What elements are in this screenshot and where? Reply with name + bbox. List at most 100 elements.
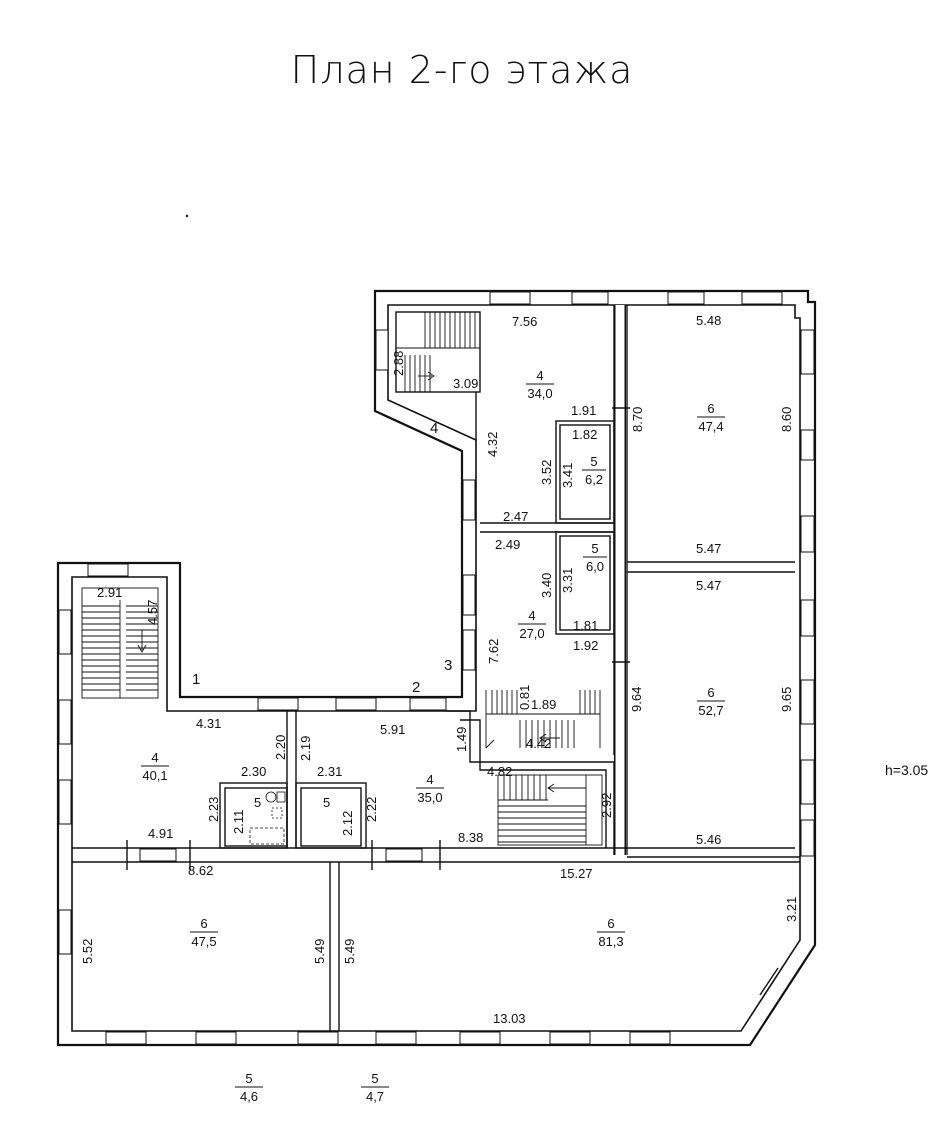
room-label: 5 6,0 xyxy=(583,541,607,574)
svg-text:6: 6 xyxy=(607,916,614,931)
svg-text:81,3: 81,3 xyxy=(598,934,623,949)
wall-mark: 2 xyxy=(412,679,420,696)
svg-text:4: 4 xyxy=(528,608,535,623)
dim: 2.49 xyxy=(495,537,520,552)
dim: 9.65 xyxy=(779,687,794,712)
svg-text:4: 4 xyxy=(426,772,433,787)
dim: 4.32 xyxy=(485,432,500,457)
dim: 1.91 xyxy=(571,403,596,418)
dim: 2.12 xyxy=(340,811,355,836)
dim: 1.92 xyxy=(573,638,598,653)
stray-dot xyxy=(185,214,189,218)
dim: 2.20 xyxy=(273,735,288,760)
svg-text:34,0: 34,0 xyxy=(527,386,552,401)
dim: 2.47 xyxy=(503,509,528,524)
room-label: 6 81,3 xyxy=(597,916,625,949)
svg-text:6,2: 6,2 xyxy=(585,472,603,487)
dim: 5.49 xyxy=(312,939,327,964)
dim: 1.89 xyxy=(531,697,556,712)
room-label: 4 27,0 xyxy=(518,608,546,641)
outer-walls xyxy=(56,289,817,1047)
dim: 4.82 xyxy=(487,764,512,779)
room-label: 4 34,0 xyxy=(526,368,554,401)
room-label: 6 47,5 xyxy=(190,916,218,949)
svg-text:27,0: 27,0 xyxy=(519,626,544,641)
dim: 4.57 xyxy=(145,600,160,625)
room-label: 5 4,6 xyxy=(235,1071,263,1104)
windows xyxy=(58,291,815,1045)
svg-text:4: 4 xyxy=(536,368,543,383)
svg-text:6: 6 xyxy=(707,401,714,416)
svg-text:35,0: 35,0 xyxy=(417,790,442,805)
dim: 9.64 xyxy=(629,687,644,712)
dim: 2.22 xyxy=(364,797,379,822)
wall-mark: 1 xyxy=(192,671,200,688)
partitions xyxy=(72,305,800,1031)
ceiling-height: h=3.05 xyxy=(885,762,928,778)
room-label: 4 40,1 xyxy=(141,750,169,783)
dim: 3.52 xyxy=(539,460,554,485)
room-label: 4 35,0 xyxy=(416,772,444,805)
dim: 3.40 xyxy=(539,573,554,598)
dim: 5.47 xyxy=(696,578,721,593)
svg-text:6,0: 6,0 xyxy=(586,559,604,574)
dim: 13.03 xyxy=(493,1011,526,1026)
dim: 1.82 xyxy=(572,427,597,442)
wc-label: 5 xyxy=(254,795,261,810)
dim: 1.81 xyxy=(573,618,598,633)
svg-text:47,4: 47,4 xyxy=(698,419,723,434)
svg-text:4,7: 4,7 xyxy=(366,1089,384,1104)
dim: 2.11 xyxy=(231,810,246,834)
svg-text:4,6: 4,6 xyxy=(240,1089,258,1104)
wc-label: 5 xyxy=(323,795,330,810)
dim: 2.31 xyxy=(317,764,342,779)
svg-text:40,1: 40,1 xyxy=(142,768,167,783)
dim: 1.49 xyxy=(454,727,469,752)
room-label: 6 52,7 xyxy=(697,685,725,718)
dim: 2.30 xyxy=(241,764,266,779)
wall-mark: 3 xyxy=(444,657,452,674)
dim: 0.81 xyxy=(517,685,532,710)
room-labels: 4 34,0 6 47,4 5 6,2 5 6,0 4 27,0 6 52,7 xyxy=(141,368,725,1104)
vertical-dimensions: 2.88 8.70 8.60 4.32 3.52 3.41 3.40 3.31 … xyxy=(80,351,799,964)
dim: 5.47 xyxy=(696,541,721,556)
room-label: 5 4,7 xyxy=(361,1071,389,1104)
dim: 4.42 xyxy=(526,736,551,751)
dim: 2.19 xyxy=(298,736,313,761)
dim: 3.31 xyxy=(560,568,575,593)
room-label: 5 6,2 xyxy=(582,454,606,487)
dim: 3.41 xyxy=(560,463,575,488)
wall-marks: 1 2 3 4 xyxy=(192,420,452,696)
dim: 5.49 xyxy=(342,939,357,964)
dim: 7.62 xyxy=(486,639,501,664)
dim: 3.09 xyxy=(453,376,478,391)
dim: 15.27 xyxy=(560,866,593,881)
dim: 8.60 xyxy=(779,407,794,432)
svg-text:5: 5 xyxy=(371,1071,378,1086)
dim: 4.91 xyxy=(148,826,173,841)
dim: 8.70 xyxy=(630,407,645,432)
dim: 2.92 xyxy=(599,793,614,818)
dim: 8.62 xyxy=(188,863,213,878)
svg-text:5: 5 xyxy=(590,454,597,469)
svg-text:4: 4 xyxy=(151,750,158,765)
dim: 3.21 xyxy=(784,897,799,922)
svg-text:5: 5 xyxy=(591,541,598,556)
dim: 5.52 xyxy=(80,939,95,964)
room-label: 6 47,4 xyxy=(697,401,725,434)
dim: 8.38 xyxy=(458,830,483,845)
plan-title: План 2-го этажа xyxy=(291,48,634,92)
stairs xyxy=(81,312,603,846)
dim: 2.91 xyxy=(97,585,122,600)
svg-text:6: 6 xyxy=(707,685,714,700)
dim: 4.31 xyxy=(196,716,221,731)
dim: 5.91 xyxy=(380,722,405,737)
dim: 2.23 xyxy=(206,797,221,822)
dim: 7.56 xyxy=(512,314,537,329)
svg-text:52,7: 52,7 xyxy=(698,703,723,718)
dimensions: 7.56 5.48 3.09 1.91 1.82 2.47 2.49 5.47 … xyxy=(97,313,928,1026)
svg-text:5: 5 xyxy=(245,1071,252,1086)
dim: 5.46 xyxy=(696,832,721,847)
dim: 5.48 xyxy=(696,313,721,328)
